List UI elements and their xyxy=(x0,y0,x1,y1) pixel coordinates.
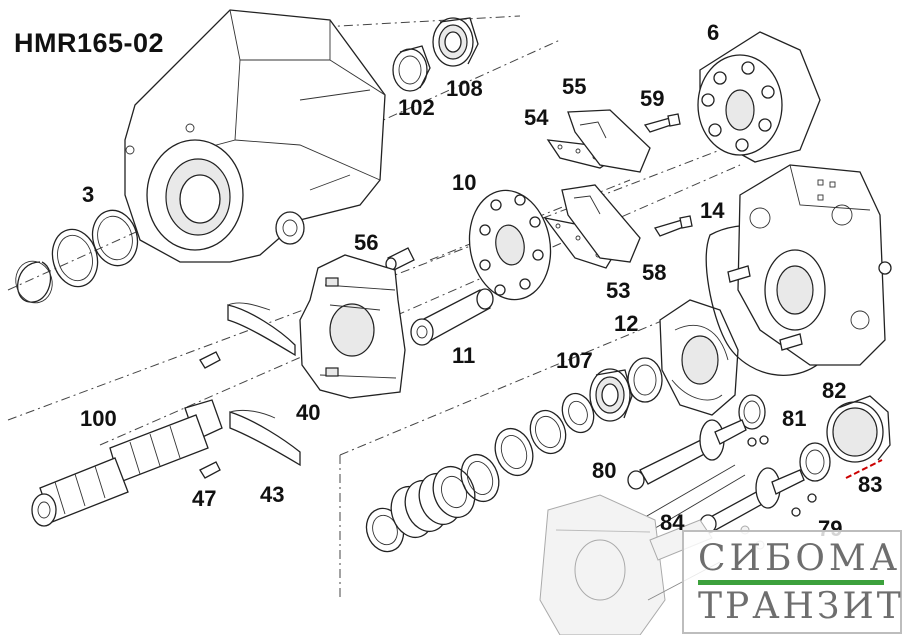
valve-housing xyxy=(727,164,892,366)
parts-81-82 xyxy=(738,394,891,482)
label-part-100: 100 xyxy=(80,406,117,431)
watermark-top-text: СИБОМА xyxy=(698,538,902,579)
label-part-14: 14 xyxy=(700,198,725,223)
parts-53-58 xyxy=(543,184,693,269)
label-part-83: 83 xyxy=(858,472,883,497)
label-part-82: 82 xyxy=(822,378,847,403)
part-11-piston xyxy=(410,288,494,346)
label-part-6: 6 xyxy=(707,20,720,45)
watermark-green-bar xyxy=(698,580,884,585)
part-40-cradle xyxy=(299,254,406,399)
label-part-11: 11 xyxy=(452,343,476,368)
label-part-53: 53 xyxy=(606,278,631,303)
bottom-cradle-ghost xyxy=(539,494,765,636)
label-part-55: 55 xyxy=(562,74,587,99)
part-10-disc xyxy=(468,189,552,301)
part-83-marker xyxy=(845,459,883,479)
cylinder-block-6 xyxy=(697,31,821,163)
motor-housing xyxy=(124,9,386,263)
label-part-84: 84 xyxy=(660,510,685,535)
part-12-plate xyxy=(659,299,739,416)
part-56-pin xyxy=(385,247,415,271)
watermark-logo: СИБОМА ТРАНЗИТ xyxy=(682,530,902,634)
label-part-107: 107 xyxy=(556,348,593,373)
bearings-102-108 xyxy=(392,17,479,92)
label-part-10: 10 xyxy=(452,170,477,195)
part-43-shells xyxy=(199,302,301,479)
label-part-12: 12 xyxy=(614,311,639,336)
label-part-81: 81 xyxy=(782,406,807,431)
part-100-shaft xyxy=(31,399,223,527)
spring-stack xyxy=(365,392,595,553)
label-part-80: 80 xyxy=(592,458,617,483)
label-part-47: 47 xyxy=(192,486,217,511)
label-part-40: 40 xyxy=(296,400,321,425)
part-3-rings xyxy=(15,209,139,304)
label-part-108: 108 xyxy=(446,76,483,101)
label-part-59: 59 xyxy=(640,86,665,111)
label-part-56: 56 xyxy=(354,230,379,255)
label-part-3: 3 xyxy=(82,182,95,207)
model-title: HMR165-02 xyxy=(14,28,165,58)
parts-54-55-59 xyxy=(546,109,681,173)
label-part-43: 43 xyxy=(260,482,285,507)
valve-spools xyxy=(627,419,817,534)
label-part-54: 54 xyxy=(524,105,549,130)
watermark-bottom-text: ТРАНЗИТ xyxy=(698,586,904,627)
label-part-58: 58 xyxy=(642,260,667,285)
part-107-bearing xyxy=(589,357,663,422)
label-part-102: 102 xyxy=(398,95,435,120)
